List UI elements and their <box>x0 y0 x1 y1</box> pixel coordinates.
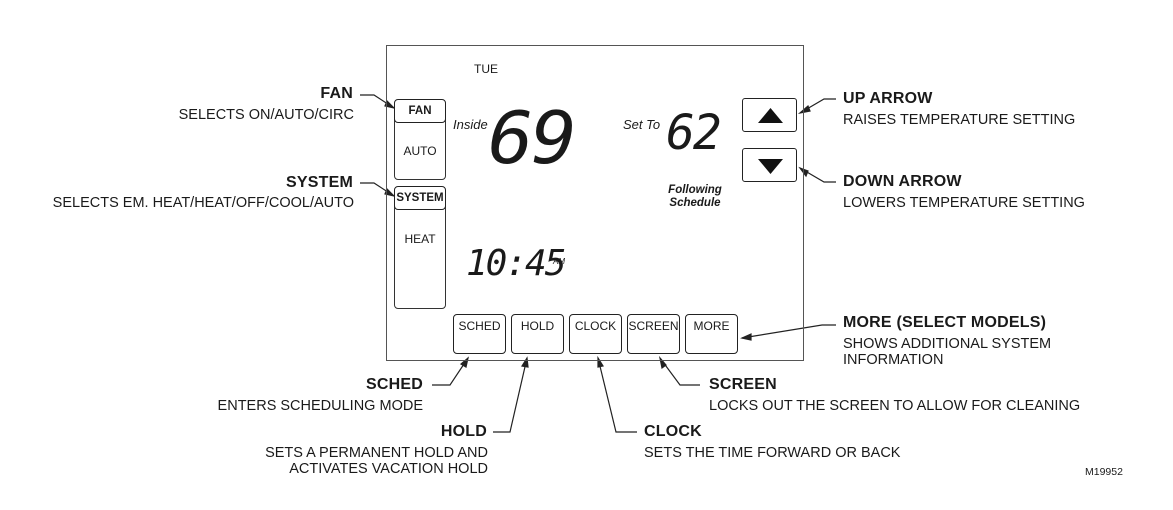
down-arrow-callout-title: DOWN ARROW <box>843 173 962 190</box>
am-pm-indicator: AM <box>553 257 565 266</box>
system-callout-desc: SELECTS EM. HEAT/HEAT/OFF/COOL/AUTO <box>52 195 354 211</box>
set-temperature: 62 <box>666 105 722 161</box>
system-button[interactable]: SYSTEM <box>394 186 446 210</box>
up-arrow-callout-title: UP ARROW <box>843 90 933 107</box>
sched-callout-desc: ENTERS SCHEDULING MODE <box>217 398 423 414</box>
down-arrow-button[interactable] <box>742 148 797 182</box>
more-callout-desc-1: SHOWS ADDITIONAL SYSTEM <box>843 336 1052 352</box>
more-leader-arrowhead <box>740 333 752 341</box>
more-button[interactable]: MORE <box>685 314 738 354</box>
screen-callout-desc: LOCKS OUT THE SCREEN TO ALLOW FOR CLEANI… <box>709 398 1081 414</box>
inside-temperature: 69 <box>488 96 577 180</box>
hold-callout-desc-2: ACTIVATES VACATION HOLD <box>289 461 488 477</box>
up-arrow-callout-desc: RAISES TEMPERATURE SETTING <box>843 112 1076 128</box>
clock-time: 10:45 <box>466 243 566 284</box>
clock-callout-title: CLOCK <box>644 423 702 440</box>
sched-leader-line <box>432 357 469 386</box>
more-callout-desc-2: INFORMATION <box>843 352 944 368</box>
inside-label: Inside <box>453 117 488 132</box>
triangle-up-icon <box>758 108 783 123</box>
sched-button[interactable]: SCHED <box>453 314 506 354</box>
screen-callout-title: SCREEN <box>709 376 777 393</box>
sched-callout-title: SCHED <box>365 376 423 393</box>
hold-leader-line <box>493 357 528 433</box>
triangle-down-icon <box>758 159 783 174</box>
figure-id: M19952 <box>1085 466 1123 478</box>
fan-button[interactable]: FAN <box>394 99 446 123</box>
status-line-2: Schedule <box>669 197 721 209</box>
down-arrow-leader-line <box>799 167 836 183</box>
hold-button[interactable]: HOLD <box>511 314 564 354</box>
clock-button[interactable]: CLOCK <box>569 314 622 354</box>
fan-mode-value: AUTO <box>403 144 437 158</box>
up-arrow-button[interactable] <box>742 98 797 132</box>
more-callout-title: MORE (SELECT MODELS) <box>843 314 1047 331</box>
hold-callout-desc-1: SETS A PERMANENT HOLD AND <box>265 445 488 461</box>
clock-leader-line <box>597 357 637 433</box>
schedule-status: Following Schedule <box>640 184 750 210</box>
system-callout-title: SYSTEM <box>286 174 353 191</box>
down-arrow-callout-desc: LOWERS TEMPERATURE SETTING <box>843 195 1085 211</box>
system-mode-value: HEAT <box>404 232 436 246</box>
fan-callout-title: FAN <box>320 85 353 102</box>
hold-callout-title: HOLD <box>440 423 487 440</box>
up-arrow-leader-arrowhead <box>797 104 811 115</box>
fan-callout-desc: SELECTS ON/AUTO/CIRC <box>178 107 354 123</box>
screen-button[interactable]: SCREEN <box>627 314 680 354</box>
thermostat-screen <box>386 45 804 361</box>
set-to-label: Set To <box>623 117 661 132</box>
day-of-week: TUE <box>474 62 498 76</box>
clock-callout-desc: SETS THE TIME FORWARD OR BACK <box>644 445 901 461</box>
more-leader-line <box>741 324 836 339</box>
status-line-1: Following <box>668 184 722 196</box>
screen-leader-line <box>659 357 700 386</box>
